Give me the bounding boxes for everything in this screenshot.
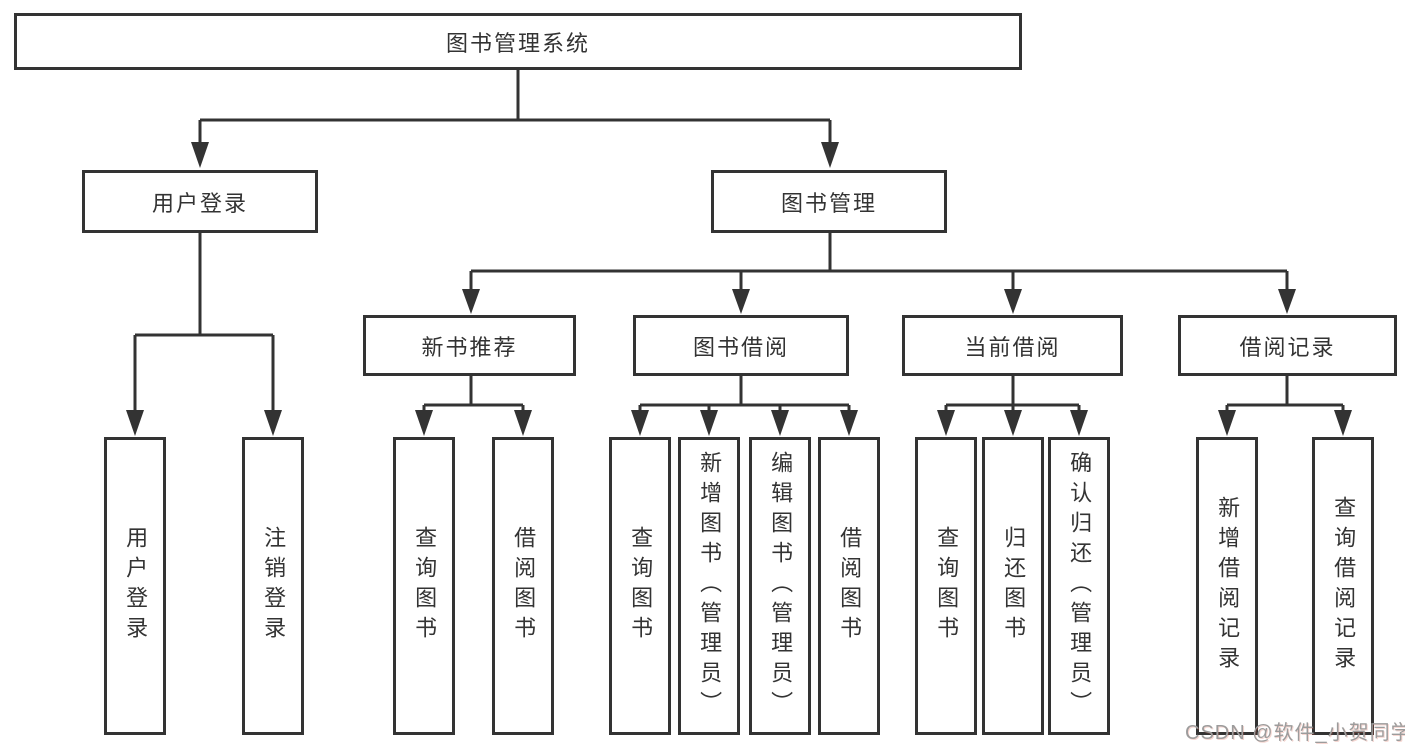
node-borrowing-records: 借阅记录 <box>1178 315 1397 376</box>
leaf-add-borrow-record: 新增借阅记录 <box>1196 437 1258 735</box>
node-label: 借阅记录 <box>1239 334 1336 360</box>
node-label: 归还图书 <box>1001 526 1027 646</box>
node-label: 图书借阅 <box>692 334 789 360</box>
node-label: 注销登录 <box>261 526 287 646</box>
node-label: 当前借阅 <box>964 334 1061 360</box>
leaf-confirm-return-admin: 确认归还（管理员） <box>1048 437 1110 735</box>
node-label: 新书推荐 <box>421 334 518 360</box>
node-library-management-system: 图书管理系统 <box>14 13 1022 70</box>
node-label: 图书管理 <box>780 190 877 216</box>
node-book-borrowing: 图书借阅 <box>633 315 849 376</box>
node-label: 新增借阅记录 <box>1215 496 1241 676</box>
node-label: 确认归还（管理员） <box>1067 451 1093 721</box>
node-label: 用户登录 <box>151 190 248 216</box>
leaf-logout: 注销登录 <box>242 437 304 735</box>
leaf-add-book-admin: 新增图书（管理员） <box>678 437 740 735</box>
leaf-borrow-books-borrowing: 借阅图书 <box>818 437 880 735</box>
leaf-query-books-current: 查询图书 <box>915 437 977 735</box>
node-label: 查询图书 <box>934 526 960 646</box>
leaf-query-books-borrowing: 查询图书 <box>609 437 671 735</box>
node-label: 图书管理系统 <box>445 30 590 56</box>
node-current-borrowing: 当前借阅 <box>902 315 1123 376</box>
node-book-management: 图书管理 <box>711 170 947 233</box>
node-new-book-recommendation: 新书推荐 <box>363 315 576 376</box>
node-label: 查询图书 <box>412 526 438 646</box>
node-label: 查询图书 <box>628 526 654 646</box>
node-user-login: 用户登录 <box>82 170 318 233</box>
node-label: 用户登录 <box>123 526 149 646</box>
node-label: 查询借阅记录 <box>1331 496 1357 676</box>
node-label: 编辑图书（管理员） <box>768 451 794 721</box>
leaf-user-login: 用户登录 <box>104 437 166 735</box>
node-label: 新增图书（管理员） <box>697 451 723 721</box>
leaf-return-book: 归还图书 <box>982 437 1044 735</box>
csdn-watermark: CSDN @软件_小贺同学 <box>1185 722 1405 744</box>
node-label: 借阅图书 <box>837 526 863 646</box>
leaf-query-books-recommend: 查询图书 <box>393 437 455 735</box>
leaf-borrow-books-recommend: 借阅图书 <box>492 437 554 735</box>
leaf-edit-book-admin: 编辑图书（管理员） <box>749 437 811 735</box>
leaf-query-borrow-record: 查询借阅记录 <box>1312 437 1374 735</box>
node-label: 借阅图书 <box>511 526 537 646</box>
